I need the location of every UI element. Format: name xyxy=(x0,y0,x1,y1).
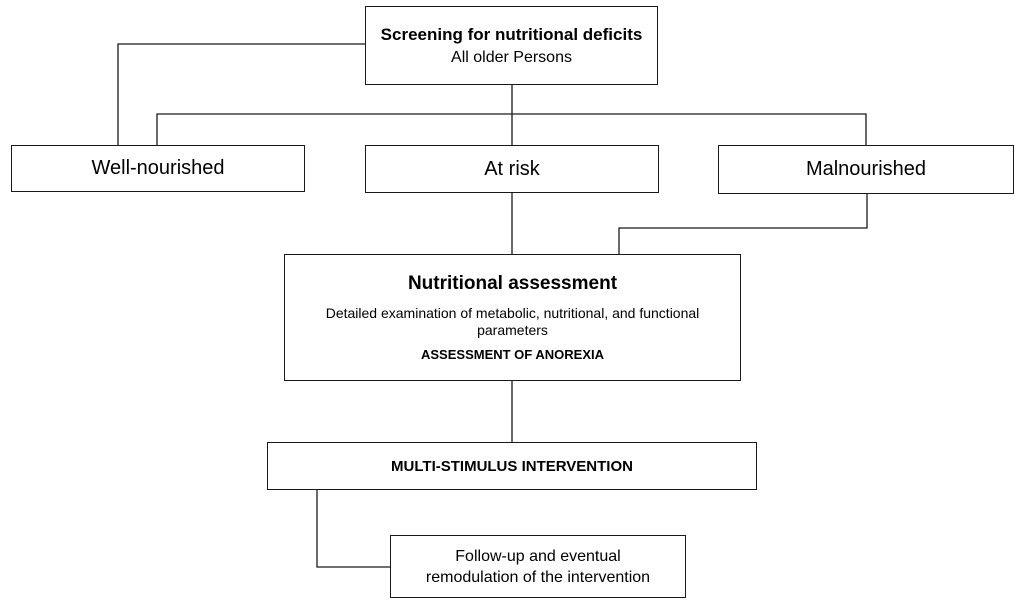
screening-title: Screening for nutritional deficits xyxy=(380,24,643,44)
malnourished-box: Malnourished xyxy=(718,145,1014,194)
assessment-description: Detailed examination of metabolic, nutri… xyxy=(325,305,700,338)
nutritional-assessment-box: Nutritional assessment Detailed examinat… xyxy=(284,254,741,381)
screening-subtitle: All older Persons xyxy=(451,48,572,66)
follow-up-label: Follow-up and eventual remodulation of t… xyxy=(425,547,651,586)
connector-branch-bar xyxy=(156,113,867,145)
screening-box: Screening for nutritional deficits All o… xyxy=(365,6,658,85)
connector-intervention-followup xyxy=(316,490,390,568)
assessment-title: Nutritional assessment xyxy=(407,273,618,294)
multi-stimulus-intervention-box: MULTI-STIMULUS INTERVENTION xyxy=(267,442,757,490)
well-nourished-box: Well-nourished xyxy=(11,145,305,192)
follow-up-box: Follow-up and eventual remodulation of t… xyxy=(390,535,686,598)
at-risk-box: At risk xyxy=(365,145,659,193)
connector-malnourished-assessment xyxy=(618,194,868,254)
connector-screening-well xyxy=(117,43,365,145)
assessment-anorexia: ASSESSMENT OF ANOREXIA xyxy=(421,347,604,362)
